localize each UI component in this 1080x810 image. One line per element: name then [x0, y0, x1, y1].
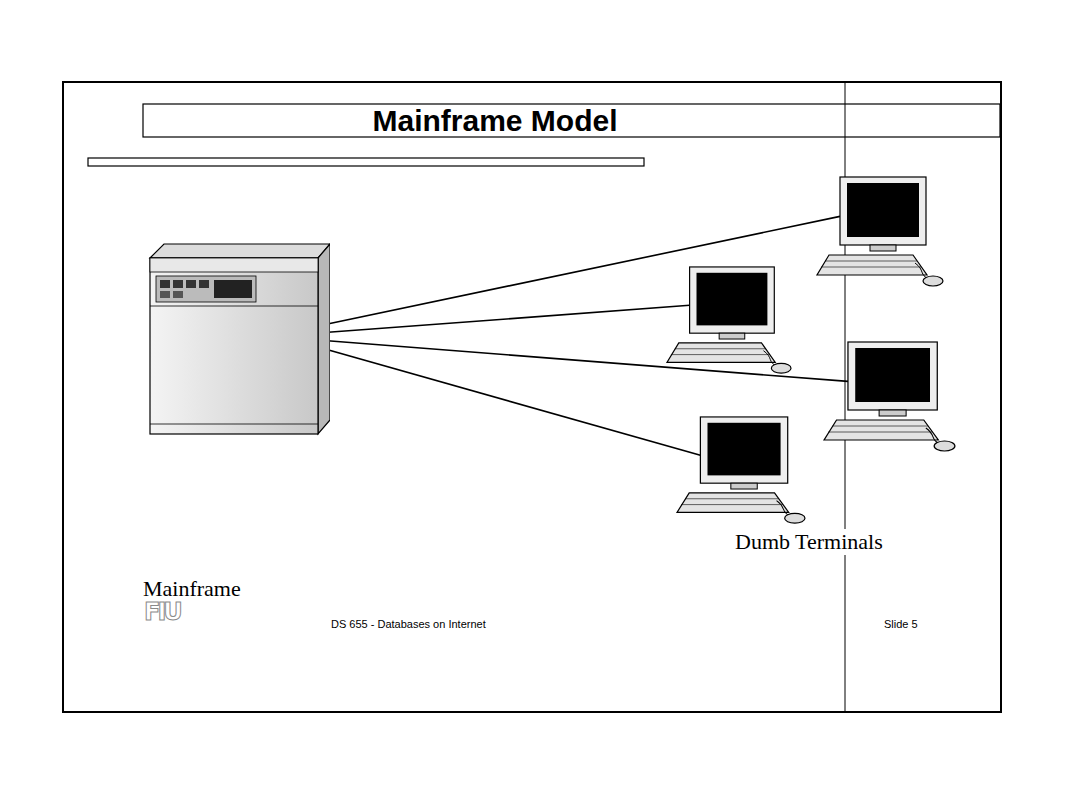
- slide-number: Slide 5: [883, 618, 919, 630]
- terminal-node: [815, 175, 945, 290]
- connector-line: [318, 305, 690, 333]
- terminal-node: [822, 340, 957, 455]
- group-label: Dumb Terminals: [734, 529, 884, 555]
- footer-text: DS 655 - Databases on Internet: [330, 618, 487, 630]
- slide-title: Mainframe Model: [145, 105, 845, 137]
- logo-text: FIU: [143, 598, 181, 626]
- terminal-node: [675, 415, 807, 527]
- terminal-icon: [822, 340, 957, 455]
- mainframe-icon: [140, 238, 330, 438]
- connector-line: [318, 340, 848, 381]
- mainframe-node: Mainframe: [140, 238, 330, 438]
- terminal-icon: [815, 175, 945, 290]
- terminal-icon: [675, 415, 807, 527]
- terminal-node: [665, 265, 793, 377]
- connector-line: [318, 347, 700, 455]
- terminal-icon: [665, 265, 793, 377]
